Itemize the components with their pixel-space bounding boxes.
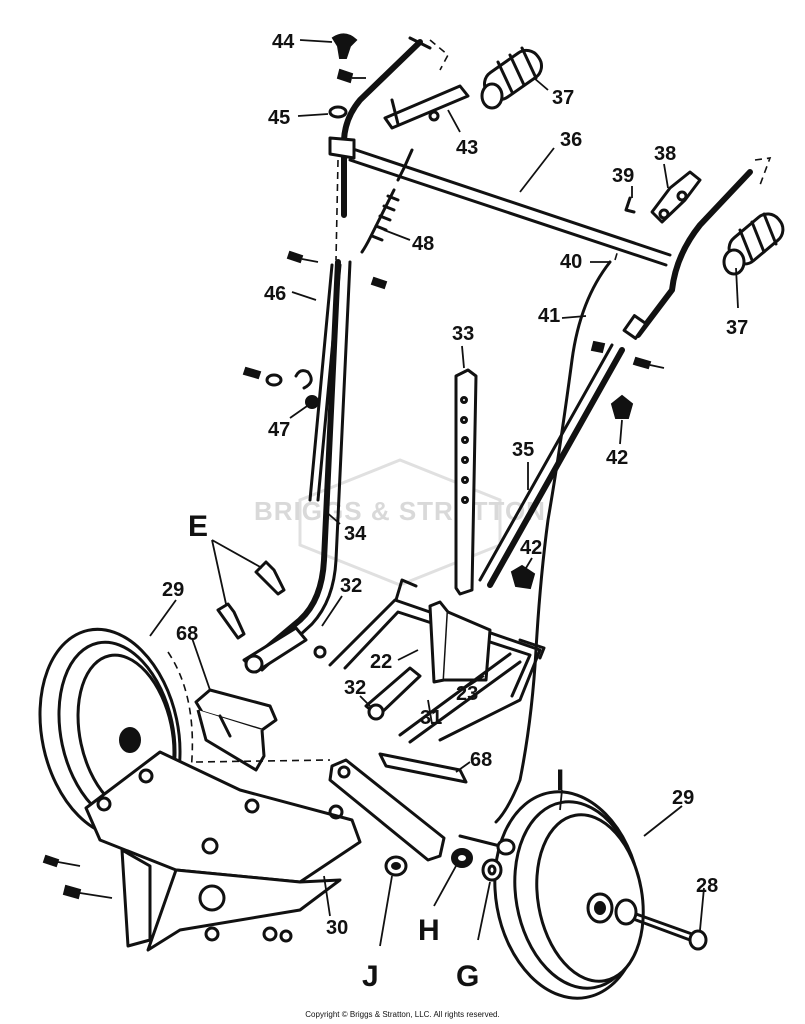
callout-68-left: 68 — [176, 623, 198, 645]
right-handle-tube — [622, 157, 772, 340]
washer-45 — [328, 105, 348, 119]
upper-bolt — [336, 68, 366, 84]
callout-37-top: 37 — [552, 87, 574, 109]
callout-29-left: 29 — [162, 579, 184, 601]
callout-32-lower: 32 — [344, 677, 366, 699]
callout-38: 38 — [654, 143, 676, 165]
handle-lower-tube-34 — [247, 259, 352, 672]
rod-fasteners — [242, 250, 388, 409]
knob-top — [331, 33, 358, 59]
wing-nut-42-upper — [610, 394, 634, 419]
spring-48 — [360, 148, 414, 254]
callout-labels: 44 45 37 43 36 38 39 48 40 46 37 41 33 4… — [162, 31, 748, 993]
nut-H — [451, 848, 473, 868]
callout-G: G — [456, 960, 479, 993]
washer-G — [481, 858, 503, 882]
callout-30: 30 — [326, 917, 348, 939]
bolt-I — [458, 834, 516, 856]
bracket-32-left — [242, 626, 327, 674]
depth-bar-33 — [454, 368, 478, 596]
callout-J: J — [362, 960, 379, 993]
callout-37-right: 37 — [726, 317, 748, 339]
footrest-68-left — [194, 688, 278, 772]
shield-fasteners — [42, 854, 293, 943]
carriage-bolts-E — [216, 560, 286, 640]
callout-39: 39 — [612, 165, 634, 187]
callout-44: 44 — [272, 31, 295, 53]
callout-H: H — [418, 914, 440, 947]
callout-40: 40 — [560, 251, 582, 273]
callout-35: 35 — [512, 439, 534, 461]
callout-47: 47 — [268, 419, 290, 441]
callout-46: 46 — [264, 283, 286, 305]
callout-E: E — [188, 510, 208, 543]
callout-42-upper: 42 — [606, 447, 628, 469]
tine-shield-30 — [84, 750, 362, 952]
callout-33: 33 — [452, 323, 474, 345]
callout-68-right: 68 — [470, 749, 492, 771]
bracket-32-right — [364, 666, 422, 721]
left-grip — [480, 46, 543, 110]
copyright-notice: Copyright © Briggs & Stratton, LLC. All … — [305, 1010, 500, 1019]
footrest-68-right — [328, 752, 468, 862]
callout-32-upper: 32 — [340, 575, 362, 597]
right-grip — [722, 212, 785, 276]
control-bracket — [624, 170, 702, 224]
right-wheel-29 — [493, 790, 645, 1000]
control-lever — [383, 84, 470, 130]
handle-cross-bar — [328, 136, 672, 267]
axle-bolt-28 — [614, 898, 708, 951]
nut-J — [384, 855, 408, 877]
callout-I: I — [556, 764, 564, 797]
throttle-cable — [494, 249, 619, 824]
wing-nut-42-lower — [510, 564, 536, 590]
handle-lower-tube-35 — [478, 340, 665, 588]
callout-31: 31 — [420, 707, 442, 729]
callout-41: 41 — [538, 305, 560, 327]
callout-29-right: 29 — [672, 787, 694, 809]
callout-43: 43 — [456, 137, 478, 159]
callout-45: 45 — [268, 107, 290, 129]
callout-34: 34 — [344, 523, 367, 545]
callout-22: 22 — [370, 651, 392, 673]
callout-42-lower: 42 — [520, 537, 542, 559]
callout-48: 48 — [412, 233, 434, 255]
callout-36: 36 — [560, 129, 582, 151]
watermark-text: BRIGGS & STRATTON — [254, 496, 546, 526]
leader-lines — [149, 39, 739, 947]
axle-tube-31 — [398, 652, 522, 744]
frame-bracket-22 — [428, 600, 492, 684]
callout-23: 23 — [456, 683, 478, 705]
callout-28: 28 — [696, 875, 718, 897]
